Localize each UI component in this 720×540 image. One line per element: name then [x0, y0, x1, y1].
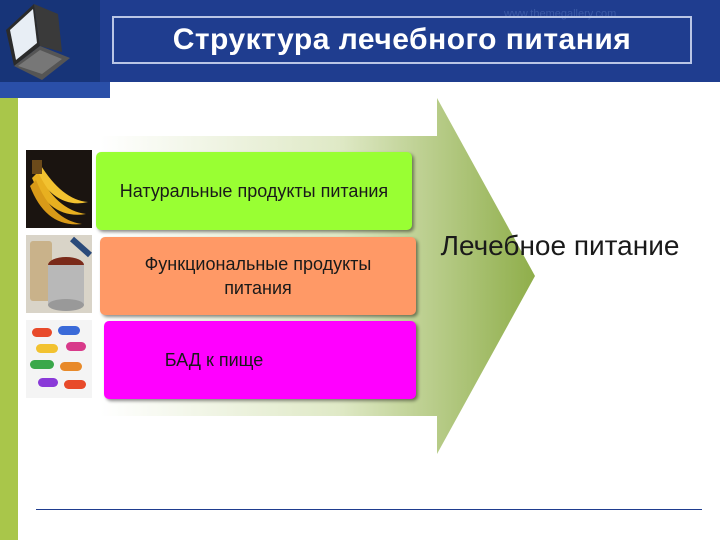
functional-products-label: Функциональные продукты питания — [144, 253, 372, 298]
canned-food-image — [26, 235, 92, 313]
header-bar — [0, 0, 720, 82]
left-accent-stripe — [0, 98, 18, 540]
computer-logo-icon — [0, 0, 100, 82]
supplements-box: БАД к пище — [104, 321, 416, 399]
natural-products-label: Натуральные продукты питания — [119, 180, 389, 201]
result-label: Лечебное питание — [440, 230, 680, 261]
pills-image — [26, 320, 92, 398]
title-frame: Структура лечебного питания — [112, 16, 692, 64]
header-strip — [0, 82, 110, 98]
natural-products-box: Натуральные продукты питания — [96, 152, 412, 230]
bottom-divider — [36, 509, 702, 510]
bananas-image — [26, 150, 92, 228]
page-title: Структура лечебного питания — [172, 23, 632, 56]
functional-products-box: Функциональные продукты питания — [100, 237, 416, 315]
supplements-label: БАД к пище — [164, 349, 264, 370]
